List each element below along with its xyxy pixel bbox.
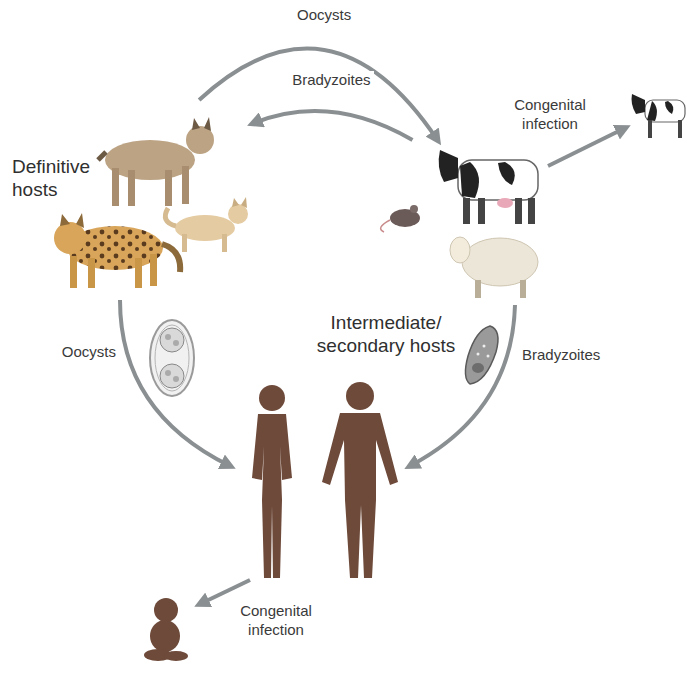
- lynx: [98, 117, 214, 206]
- flow-label: Bradyzoites: [522, 346, 622, 365]
- flow-label: Congenital infection: [226, 602, 326, 640]
- bradyzoite-icon: [465, 326, 498, 384]
- mouse: [381, 205, 420, 232]
- congenital-arrow: [548, 128, 625, 166]
- host-label: Intermediate/ secondary hosts: [310, 312, 462, 358]
- transmission-arrow: [199, 49, 437, 140]
- cow: [439, 150, 538, 224]
- host-group: Intermediate/ secondary hosts: [300, 140, 550, 370]
- edge-label: Oocysts: [294, 6, 354, 23]
- female-human: [252, 385, 292, 578]
- male-human: [322, 382, 398, 578]
- oocyst-icon: [150, 320, 194, 396]
- ocelot: [54, 213, 180, 288]
- infection-arrow: [120, 300, 230, 466]
- sheep: [450, 237, 538, 298]
- flow-label: Oocysts: [44, 343, 116, 362]
- congenital-arrow: [200, 580, 250, 604]
- host-label: Definitive hosts: [12, 156, 108, 202]
- domestic-cat: [165, 197, 248, 252]
- flow-label: Congenital infection: [500, 96, 600, 134]
- transmission-arrow: [253, 111, 413, 140]
- calf: [632, 94, 686, 138]
- host-group: Definitive hosts: [8, 100, 253, 295]
- edge-label: Bradyzoites: [289, 71, 373, 88]
- baby: [144, 598, 188, 661]
